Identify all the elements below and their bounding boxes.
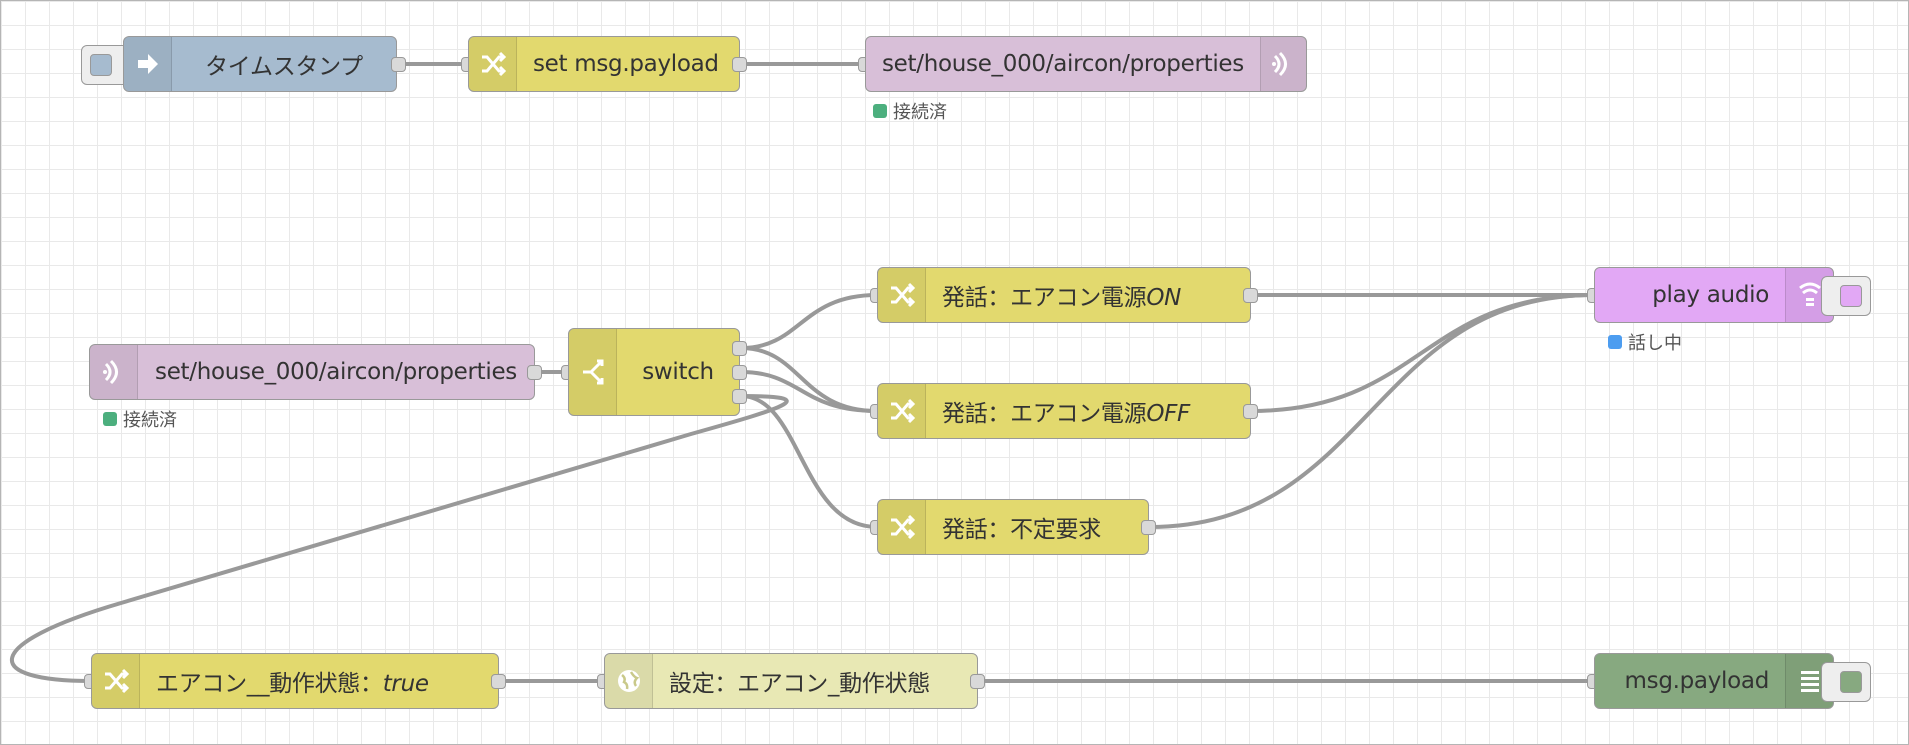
output-port[interactable] — [1243, 404, 1258, 419]
audio-toggle-button[interactable] — [1821, 276, 1871, 316]
globe-icon — [605, 654, 653, 708]
output-port[interactable] — [391, 57, 406, 72]
node-play-audio[interactable]: play audio — [1594, 267, 1834, 323]
broadcast-icon — [90, 345, 138, 399]
status-connected: 接続済 — [103, 406, 177, 432]
shuffle-icon — [469, 37, 517, 91]
status-speaking: 話し中 — [1608, 329, 1682, 355]
node-label: switch — [642, 359, 714, 385]
node-debug[interactable]: msg.payload — [1594, 653, 1834, 709]
status-dot — [873, 104, 887, 118]
node-label: set msg.payload — [533, 51, 719, 77]
node-switch[interactable]: switch — [568, 328, 740, 416]
output-port[interactable] — [732, 389, 747, 404]
status-connected: 接続済 — [873, 98, 947, 124]
switch-icon — [569, 329, 617, 415]
status-text: 話し中 — [1628, 333, 1682, 354]
node-mqtt-out[interactable]: set/house_000/aircon/properties — [865, 36, 1307, 92]
shuffle-icon — [878, 268, 926, 322]
node-label: 発話：不定要求 — [942, 517, 1101, 543]
wire[interactable] — [740, 293, 878, 350]
node-speak-unknown[interactable]: 発話：不定要求 — [877, 499, 1149, 555]
status-dot — [1608, 335, 1622, 349]
node-label: エアコン__動作状態：true — [156, 671, 429, 697]
node-label: set/house_000/aircon/properties — [882, 51, 1244, 77]
node-setting[interactable]: 設定：エアコン_動作状態 — [604, 653, 978, 709]
emphasis-text: OFF — [1146, 401, 1190, 427]
output-port[interactable] — [527, 365, 542, 380]
shuffle-icon — [878, 384, 926, 438]
shuffle-icon — [878, 500, 926, 554]
node-label: 設定：エアコン_動作状態 — [669, 671, 930, 697]
emphasis-text: true — [382, 671, 429, 697]
node-aircon-state[interactable]: エアコン__動作状態：true — [91, 653, 499, 709]
node-label: タイムスタンプ — [205, 54, 363, 80]
output-port[interactable] — [732, 365, 747, 380]
shuffle-icon — [92, 654, 140, 708]
output-port[interactable] — [1141, 520, 1156, 535]
node-label: set/house_000/aircon/properties — [155, 359, 517, 385]
node-speak-on[interactable]: 発話：エアコン電源ON — [877, 267, 1251, 323]
wire[interactable] — [1250, 293, 1595, 413]
output-port[interactable] — [970, 674, 985, 689]
output-port[interactable] — [732, 57, 747, 72]
node-set-payload[interactable]: set msg.payload — [468, 36, 740, 92]
node-label: play audio — [1652, 282, 1769, 308]
wire[interactable] — [10, 394, 789, 683]
arrow-right-icon — [124, 37, 172, 91]
wire[interactable] — [740, 370, 878, 413]
status-text: 接続済 — [893, 102, 947, 123]
node-label: 発話：エアコン電源ON — [942, 285, 1182, 311]
status-text: 接続済 — [123, 410, 177, 431]
wire[interactable] — [740, 394, 878, 529]
output-port[interactable] — [1243, 288, 1258, 303]
status-dot — [103, 412, 117, 426]
broadcast-icon — [1259, 37, 1306, 91]
node-speak-off[interactable]: 発話：エアコン電源OFF — [877, 383, 1251, 439]
node-mqtt-in[interactable]: set/house_000/aircon/properties — [89, 344, 535, 400]
debug-toggle-button[interactable] — [1821, 662, 1871, 702]
node-timestamp[interactable]: タイムスタンプ — [123, 36, 397, 92]
output-port[interactable] — [732, 341, 747, 356]
wire[interactable] — [1148, 293, 1595, 529]
output-port[interactable] — [491, 674, 506, 689]
node-label: msg.payload — [1624, 668, 1770, 694]
node-label: 発話：エアコン電源OFF — [942, 401, 1190, 427]
emphasis-text: ON — [1146, 285, 1182, 311]
